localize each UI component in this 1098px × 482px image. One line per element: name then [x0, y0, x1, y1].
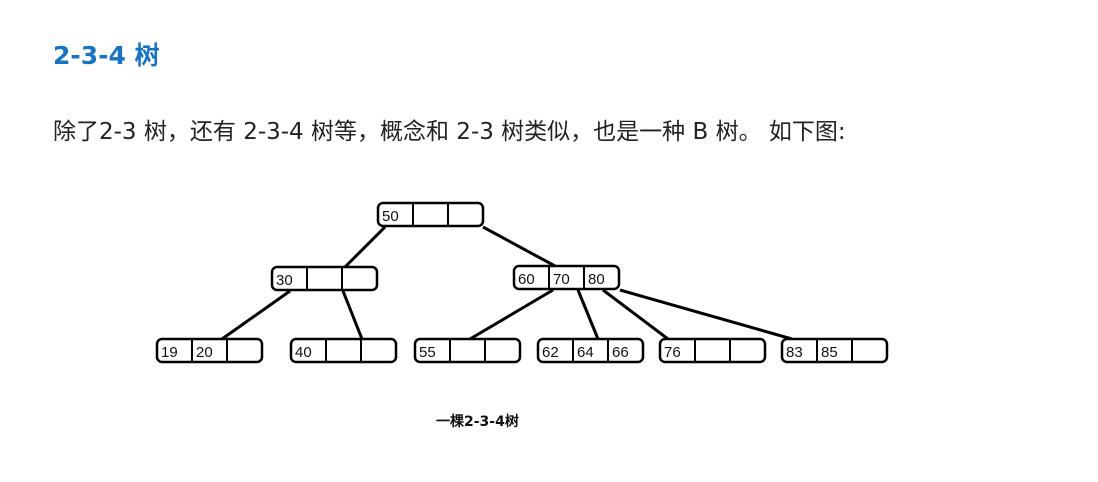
tree-node-l3: 55: [413, 337, 522, 364]
tree-node-l5: 76: [658, 337, 767, 364]
node-key: 76: [664, 344, 681, 361]
node-key: 62: [542, 344, 559, 361]
section-heading: 2-3-4 树: [53, 41, 160, 70]
tree-edge: [469, 288, 554, 341]
tree-node-n30: 30: [270, 265, 379, 292]
node-key: 40: [295, 344, 312, 361]
tree-edge: [221, 289, 291, 341]
tree-node-l6: 83 85: [780, 337, 889, 364]
node-key: 19: [161, 344, 178, 361]
tree-edge: [576, 289, 600, 340]
node-key: 55: [419, 344, 436, 361]
tree-edge: [482, 225, 556, 268]
tree-edge: [619, 288, 793, 341]
tree-node-l4: 62 64 66: [536, 337, 645, 364]
node-key: 66: [612, 344, 629, 361]
body-paragraph: 除了2-3 树，还有 2-3-4 树等，概念和 2-3 树类似，也是一种 B 树…: [53, 119, 846, 145]
figure-caption: 一棵2-3-4树: [436, 414, 519, 430]
node-key: 30: [276, 272, 293, 289]
tree-node-root: 50: [376, 201, 485, 228]
tree-edge: [343, 225, 387, 269]
node-key: 70: [553, 271, 570, 288]
node-key: 50: [382, 208, 399, 225]
node-key: 80: [588, 271, 605, 288]
node-key: 85: [821, 344, 838, 361]
tree-node-l2: 40: [289, 337, 398, 364]
tree-edge: [602, 288, 669, 341]
tree-node-n60: 60 70 80: [512, 264, 621, 291]
node-key: 60: [518, 271, 535, 288]
node-key: 20: [196, 344, 213, 361]
tree-edge: [341, 290, 364, 340]
node-key: 64: [577, 344, 594, 361]
node-key: 83: [786, 344, 803, 361]
